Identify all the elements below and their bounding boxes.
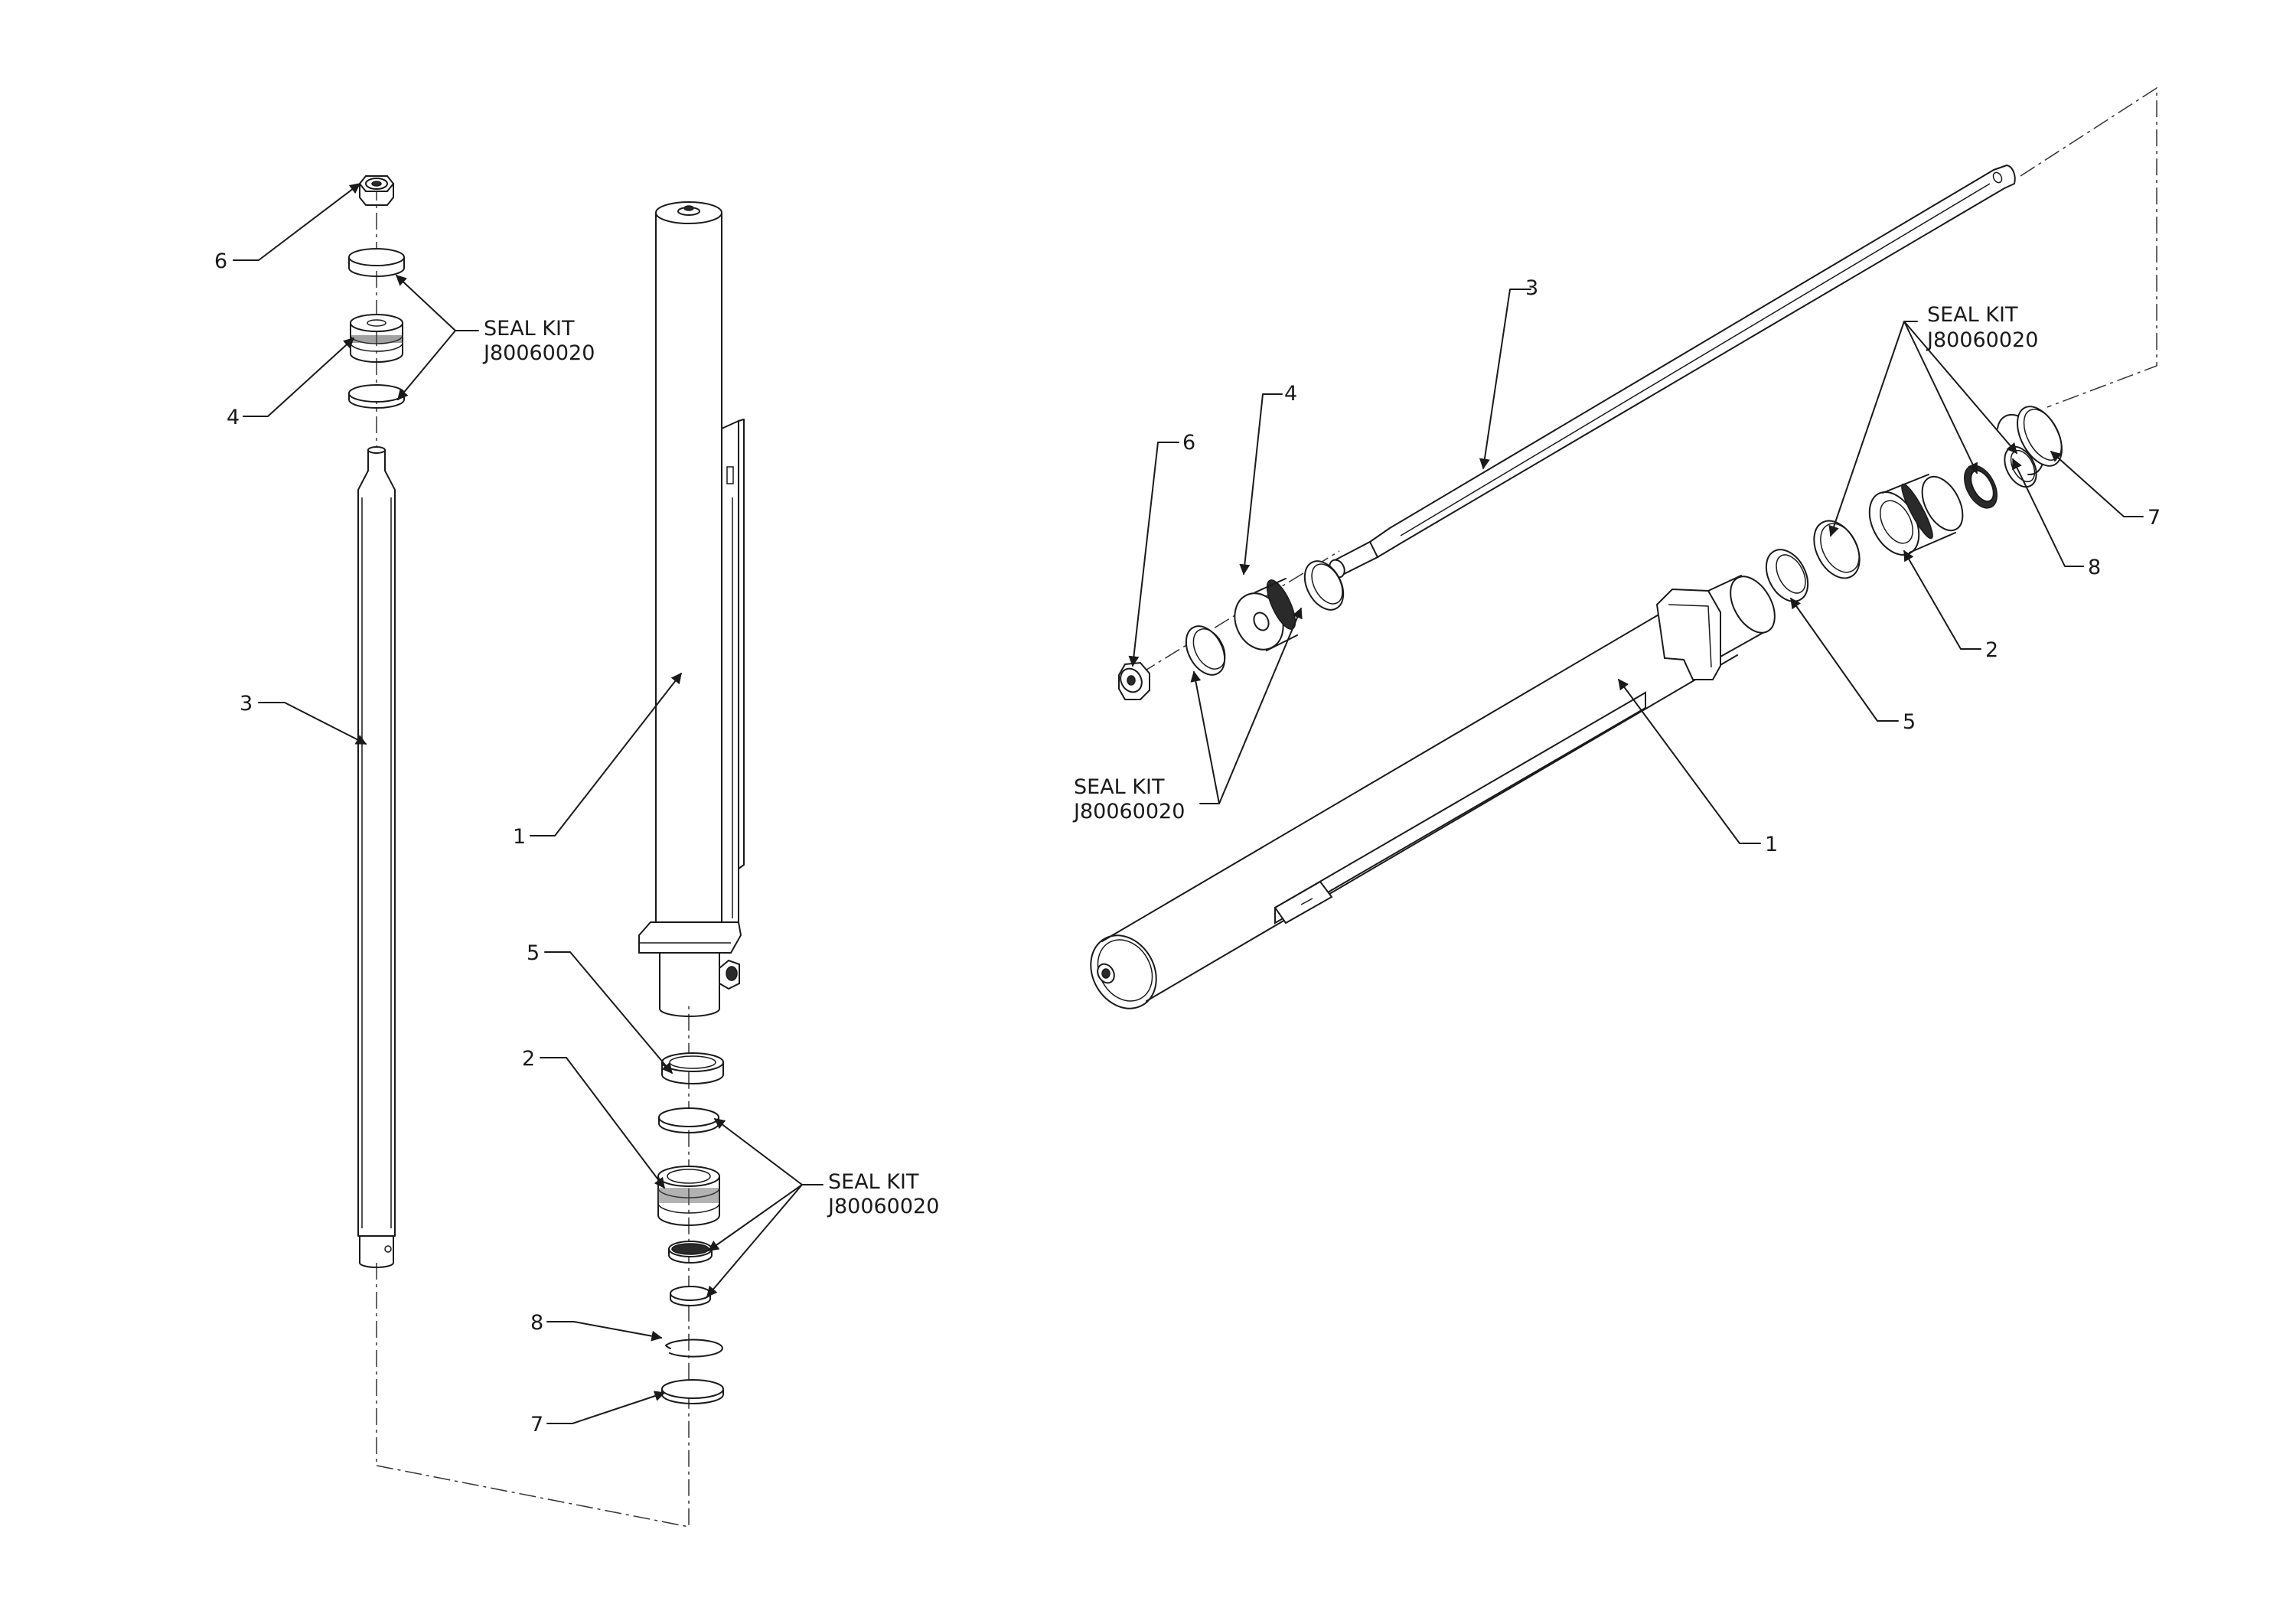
leader-seal-kit-bottom-c (706, 1184, 803, 1298)
gland-seal-ring-lower (670, 1286, 711, 1306)
iso-leader-7 (2050, 451, 2144, 517)
callout-1: 1 (513, 825, 526, 849)
iso-callout-7: 7 (2148, 506, 2161, 530)
iso-seal-ring-gland-b (1964, 465, 1998, 509)
snap-ring-part-8 (665, 1339, 723, 1358)
iso-seal-ring-gland-a (1813, 520, 1861, 579)
leader-3 (258, 702, 367, 745)
retaining-ring-part-7 (661, 1379, 724, 1404)
seal-ring-lower (348, 384, 405, 409)
callout-6: 6 (214, 249, 227, 273)
iso-seal-kit-left-title: SEAL KIT (1074, 775, 1165, 799)
iso-leader-seal-kit-top-b (1903, 321, 1978, 474)
barrel-part-1 (638, 201, 745, 1017)
iso-gland-part-2 (1868, 474, 1964, 556)
iso-callout-6: 6 (1182, 431, 1195, 455)
iso-leader-8 (2012, 458, 2084, 567)
leader-7 (546, 1391, 666, 1424)
iso-barrel-part-1 (1090, 575, 1776, 1009)
seal-ring-top (348, 248, 405, 277)
gland-seal-ring-upper (658, 1107, 719, 1133)
iso-seal-ring-left (1185, 625, 1226, 676)
callout-7: 7 (530, 1413, 543, 1436)
iso-nut-part-6 (1118, 661, 1150, 700)
iso-seal-ring-piston (1303, 560, 1345, 611)
iso-leader-6 (1128, 442, 1179, 667)
iso-leader-3 (1479, 289, 1531, 470)
leader-8 (546, 1321, 663, 1342)
iso-leader-seal-kit-left-b (1218, 607, 1303, 804)
iso-callout-5: 5 (1903, 710, 1916, 734)
callout-2: 2 (522, 1047, 535, 1071)
leader-seal-kit-bottom-a (713, 1118, 823, 1185)
seal-kit-bottom-title: SEAL KIT (828, 1170, 919, 1194)
iso-callout-2: 2 (1985, 638, 1998, 662)
left-vertical-view: 6 4 3 1 5 2 8 7 SEAL KIT J80060020 SEAL … (214, 175, 939, 1528)
grease-fitting (719, 959, 740, 990)
iso-callout-8: 8 (2088, 556, 2101, 579)
iso-seal-kit-left-part: J80060020 (1072, 800, 1185, 823)
gland-seal-ring-middle (668, 1241, 713, 1264)
gland-part-2 (657, 1166, 720, 1226)
iso-seal-kit-top-title: SEAL KIT (1927, 303, 2018, 327)
callout-5: 5 (527, 941, 540, 965)
iso-leader-2 (1903, 549, 1981, 650)
iso-leader-seal-kit-top-c (1903, 321, 2017, 455)
iso-leader-1 (1618, 678, 1761, 844)
leader-5 (544, 951, 673, 1075)
bushing-part-5 (661, 1052, 724, 1084)
callout-4: 4 (227, 406, 240, 429)
iso-callout-3: 3 (1525, 276, 1538, 300)
assembly-centerline-connector (376, 1003, 690, 1528)
piston-part-4 (350, 314, 403, 363)
seal-kit-top-part: J80060020 (482, 341, 595, 365)
iso-seal-kit-top-part: J80060020 (1926, 328, 2038, 352)
leader-seal-kit-top-a (395, 275, 479, 331)
iso-piston-part-4 (1234, 578, 1298, 651)
leader-4 (243, 338, 355, 417)
nut-part-6 (358, 175, 395, 206)
callout-8: 8 (530, 1311, 543, 1335)
leader-2 (540, 1057, 665, 1189)
seal-kit-top-title: SEAL KIT (484, 317, 575, 341)
leader-1 (530, 672, 682, 836)
right-isometric-view: 3 4 6 1 5 2 8 7 SEAL KIT J80060020 SEAL … (1072, 86, 2161, 1009)
leader-seal-kit-bottom-b (707, 1184, 803, 1251)
callout-3: 3 (240, 692, 253, 716)
leader-6 (233, 183, 361, 261)
iso-leader-4 (1239, 393, 1283, 576)
seal-kit-bottom-part: J80060020 (827, 1195, 939, 1218)
leader-seal-kit-top-b (397, 330, 456, 401)
iso-centerline-frame (2020, 86, 2157, 408)
iso-callout-1: 1 (1765, 833, 1778, 856)
iso-callout-4: 4 (1284, 382, 1297, 406)
iso-leader-seal-kit-left-a (1190, 670, 1220, 804)
iso-leader-5 (1790, 597, 1899, 722)
rod-part-3 (357, 446, 396, 1268)
